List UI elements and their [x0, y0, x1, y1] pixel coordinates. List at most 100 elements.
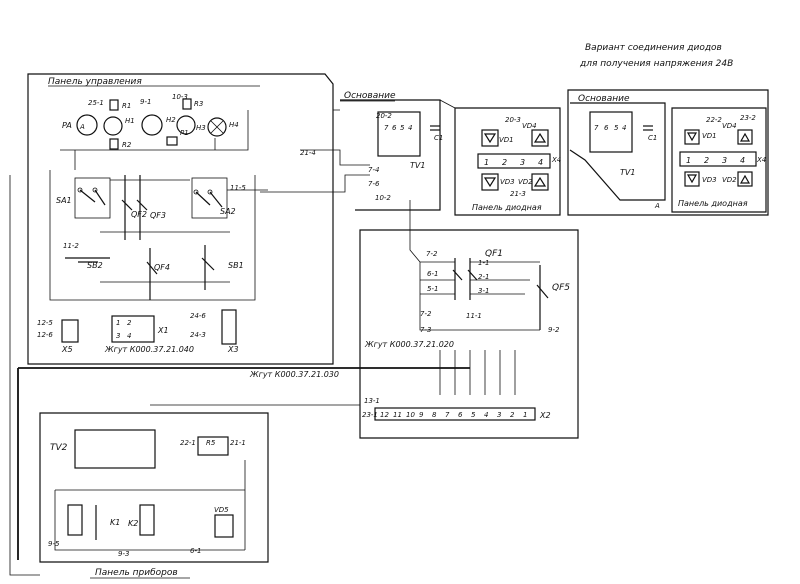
wire-7-2b-label: 7-2 [420, 310, 432, 318]
control-panel-frame [27, 73, 334, 365]
svg-text:X4: X4 [756, 156, 766, 164]
svg-text:6: 6 [392, 124, 397, 132]
svg-text:6: 6 [458, 411, 463, 419]
svg-text:5: 5 [400, 124, 405, 132]
svg-text:24-3: 24-3 [190, 331, 206, 339]
svg-text:VD3: VD3 [500, 178, 515, 186]
svg-text:R5: R5 [206, 439, 216, 447]
wire-6-1-label: 6-1 [427, 270, 438, 278]
capacitor-c1-right: C1 [643, 125, 657, 142]
relay-p1: P1 [166, 129, 189, 146]
main-lower-frame [359, 229, 579, 439]
wire-2-1-label: 2-1 [478, 273, 489, 281]
svg-text:2: 2 [502, 158, 507, 167]
svg-text:VD5: VD5 [214, 506, 229, 514]
instruments-wiring [54, 460, 246, 551]
breaker-qf1: QF1 [452, 249, 503, 300]
wire-23-2-label: 23-2 [740, 114, 756, 122]
wire-5-1-label: 5-1 [427, 285, 438, 293]
breaker-qf2-qf3: QF2 QF3 [121, 175, 166, 240]
svg-text:2: 2 [704, 156, 709, 165]
button-sb2: SB2 11-2 [63, 242, 110, 270]
svg-text:H3: H3 [196, 124, 206, 132]
harness-main-trunk [17, 367, 470, 560]
diode-vd3: VD3 [481, 173, 515, 191]
inter-panel-links [150, 99, 456, 406]
harness-drops [439, 350, 516, 395]
svg-text:QF3: QF3 [150, 211, 166, 220]
transformer-tv1-right: 7 6 5 4 TV1 [589, 111, 635, 177]
svg-text:TV2: TV2 [50, 443, 68, 453]
svg-text:3: 3 [520, 158, 525, 167]
lamp-h3: R3 10-3 H3 [172, 93, 206, 135]
control-wiring-loop [49, 170, 256, 301]
wire-6-1b-label: 6-1 [190, 547, 201, 555]
harness-1-label: Жгут К000.37.21.040 [104, 345, 194, 354]
connector-x2: 12 11 10 9 8 7 6 5 4 3 2 1 X2 [374, 407, 551, 421]
diode-panel-left-frame [454, 107, 561, 216]
svg-text:R1: R1 [122, 102, 131, 110]
wire-9-2-label: 9-2 [548, 326, 560, 334]
harness-3-label: Жгут К000.37.21.030 [249, 370, 339, 379]
top-bus [60, 110, 249, 151]
wire-7-2-label: 7-2 [426, 250, 438, 258]
svg-text:2: 2 [127, 319, 132, 327]
switch-sa2: SA2 [191, 177, 236, 219]
svg-text:X2: X2 [539, 411, 551, 420]
instruments-panel-frame [39, 412, 269, 563]
svg-text:PA: PA [62, 121, 72, 130]
wire-11-5-label: 11-5 [230, 184, 246, 192]
transformer-tv2: TV2 [50, 429, 156, 469]
svg-text:12-6: 12-6 [37, 331, 53, 339]
wire-1-1-label: 1-1 [478, 259, 489, 267]
svg-text:4: 4 [484, 411, 488, 419]
svg-text:1: 1 [484, 158, 489, 167]
harness-2-label: Жгут К000.37.21.020 [364, 340, 454, 349]
button-sb1: SB1 [201, 245, 244, 290]
connector-x4-left: 1 2 3 4 X4 [477, 153, 561, 169]
wire-13-1-label: 13-1 [364, 397, 380, 405]
variant-note-line2: для получения напряжения 24В [579, 59, 733, 69]
connector-x4-right: 1 2 3 4 X4 [679, 151, 766, 167]
switch-sa1: SA1 [56, 177, 111, 219]
left-return-wire [9, 175, 40, 576]
diode-vd4: VD4 [522, 122, 549, 147]
svg-text:VD3: VD3 [702, 176, 717, 184]
top-bus-drops [74, 138, 216, 170]
transformer-tv1: 7 6 5 4 TV1 20-2 [376, 111, 425, 170]
svg-text:3: 3 [116, 332, 120, 340]
breaker-qf4: QF4 [146, 248, 170, 300]
svg-text:X3: X3 [227, 345, 239, 354]
svg-text:24-6: 24-6 [190, 312, 206, 320]
svg-text:4: 4 [127, 332, 131, 340]
svg-text:12-5: 12-5 [37, 319, 53, 327]
svg-text:X1: X1 [157, 326, 169, 335]
svg-text:7: 7 [594, 124, 599, 132]
svg-text:VD2: VD2 [722, 176, 737, 184]
svg-text:5: 5 [614, 124, 619, 132]
node-a-label: A [654, 202, 660, 210]
svg-text:20-2: 20-2 [376, 112, 392, 120]
svg-text:3: 3 [722, 156, 727, 165]
lamp-h1: H1 R1 R2 [103, 99, 135, 150]
control-panel-title: Панель управления [48, 77, 142, 87]
svg-text:4: 4 [740, 156, 745, 165]
svg-text:2: 2 [510, 411, 515, 419]
qf-feed [409, 200, 540, 331]
svg-text:7: 7 [384, 124, 389, 132]
wire-23-1-label: 23-1 [362, 411, 378, 419]
diode-vd1: VD1 [481, 129, 514, 147]
capacitor-c1: C1 [430, 125, 443, 142]
svg-text:VD4: VD4 [522, 122, 537, 130]
svg-text:SB1: SB1 [228, 261, 244, 270]
svg-text:10: 10 [406, 411, 415, 419]
diode-vd3-right: VD3 [684, 171, 717, 187]
base-title: Основание [344, 91, 396, 101]
svg-text:11: 11 [393, 411, 402, 419]
svg-text:R2: R2 [122, 141, 132, 149]
svg-text:TV1: TV1 [410, 161, 425, 170]
ammeter-pa: PA A [62, 114, 98, 136]
resistor-r5: R5 [197, 436, 229, 456]
base-frame [340, 99, 441, 211]
